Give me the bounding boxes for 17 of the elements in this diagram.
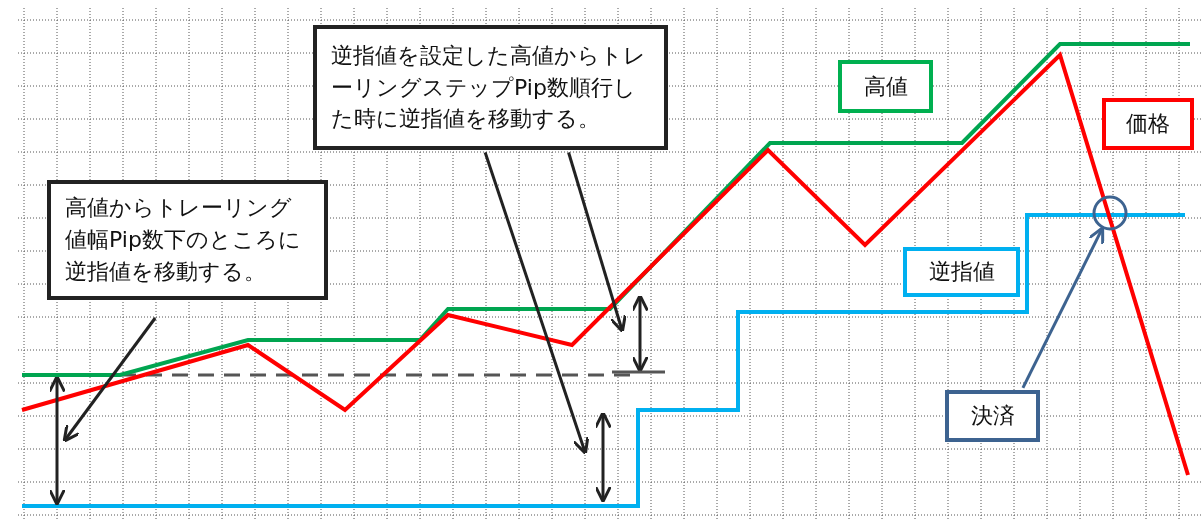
box-text: 決済 — [970, 402, 1015, 431]
callout-box — [47, 180, 328, 300]
label-box — [945, 390, 1040, 442]
box-text: 逆指値を設定した高値からトレーリングステップPip数順行した時に逆指値を移動する。 — [331, 41, 647, 134]
callout-box — [313, 25, 668, 150]
arrow — [1021, 226, 1105, 389]
box-text: 価格 — [1126, 110, 1170, 139]
box-text: 高値からトレーリング値幅Pip数下のところに逆指値を移動する。 — [65, 194, 302, 286]
label-box — [903, 247, 1020, 297]
marker-circle — [1092, 195, 1128, 231]
box-text: 逆指値 — [928, 258, 995, 287]
box-text: 高値 — [863, 72, 908, 101]
arrow — [567, 152, 627, 333]
label-box — [838, 60, 933, 113]
label-box — [1102, 98, 1194, 150]
arrow — [483, 152, 590, 455]
arrow — [62, 317, 157, 443]
